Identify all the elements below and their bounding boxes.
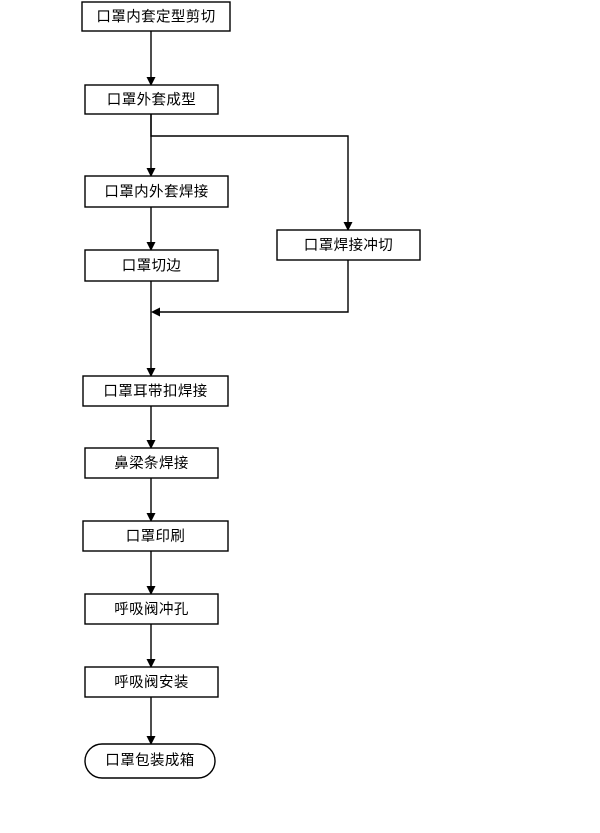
node-label-n2: 口罩外套成型 (107, 92, 196, 109)
node-mask-inner-shell-trim[interactable]: 口罩内套定型剪切 (81, 1, 231, 32)
node-label-n8: 口罩印刷 (126, 528, 186, 545)
node-mask-printing[interactable]: 口罩印刷 (82, 520, 229, 552)
node-label-n7: 鼻梁条焊接 (114, 455, 189, 472)
connector-n7-to-n8 (146, 478, 156, 522)
node-label-n9: 呼吸阀冲孔 (114, 601, 189, 618)
connector-n8-to-n9 (146, 551, 156, 595)
node-label-n1: 口罩内套定型剪切 (96, 8, 215, 26)
connector-n9-to-n10 (146, 624, 156, 668)
node-mask-outer-shell-forming[interactable]: 口罩外套成型 (84, 84, 219, 115)
node-mask-edge-cutting[interactable]: 口罩切边 (84, 249, 219, 282)
connector-n4-to-n6 (146, 281, 156, 377)
connector-group (146, 31, 353, 745)
node-group: 口罩内套定型剪切 口罩外套成型 口罩内外套焊接 口罩切边 口罩焊接冲切 (81, 1, 421, 779)
connector-n6-to-n7 (146, 406, 156, 449)
node-breathing-valve-installation[interactable]: 呼吸阀安装 (84, 666, 219, 698)
node-mask-packaging-boxing[interactable]: 口罩包装成箱 (84, 743, 216, 779)
node-label-n6: 口罩耳带扣焊接 (103, 383, 207, 400)
node-mask-inner-outer-welding[interactable]: 口罩内外套焊接 (84, 175, 229, 208)
node-label-n10: 呼吸阀安装 (114, 674, 189, 691)
node-label-n5: 口罩焊接冲切 (304, 237, 393, 254)
connector-n5-to-spine (151, 260, 349, 317)
node-nose-bridge-welding[interactable]: 鼻梁条焊接 (84, 447, 219, 479)
node-label-n3: 口罩内外套焊接 (104, 184, 208, 201)
node-mask-earloop-buckle-welding[interactable]: 口罩耳带扣焊接 (82, 375, 229, 407)
node-breathing-valve-punching[interactable]: 呼吸阀冲孔 (84, 593, 219, 625)
connector-n2-to-n3 (146, 114, 156, 177)
node-mask-weld-punch-cutting[interactable]: 口罩焊接冲切 (276, 229, 421, 261)
node-label-n4: 口罩切边 (122, 258, 182, 275)
node-label-n11: 口罩包装成箱 (105, 752, 194, 769)
connector-n1-to-n2 (146, 31, 156, 86)
connector-n10-to-n11 (146, 697, 156, 745)
connector-n3-to-n4 (146, 207, 156, 251)
connector-n2-to-n5 (150, 114, 353, 231)
